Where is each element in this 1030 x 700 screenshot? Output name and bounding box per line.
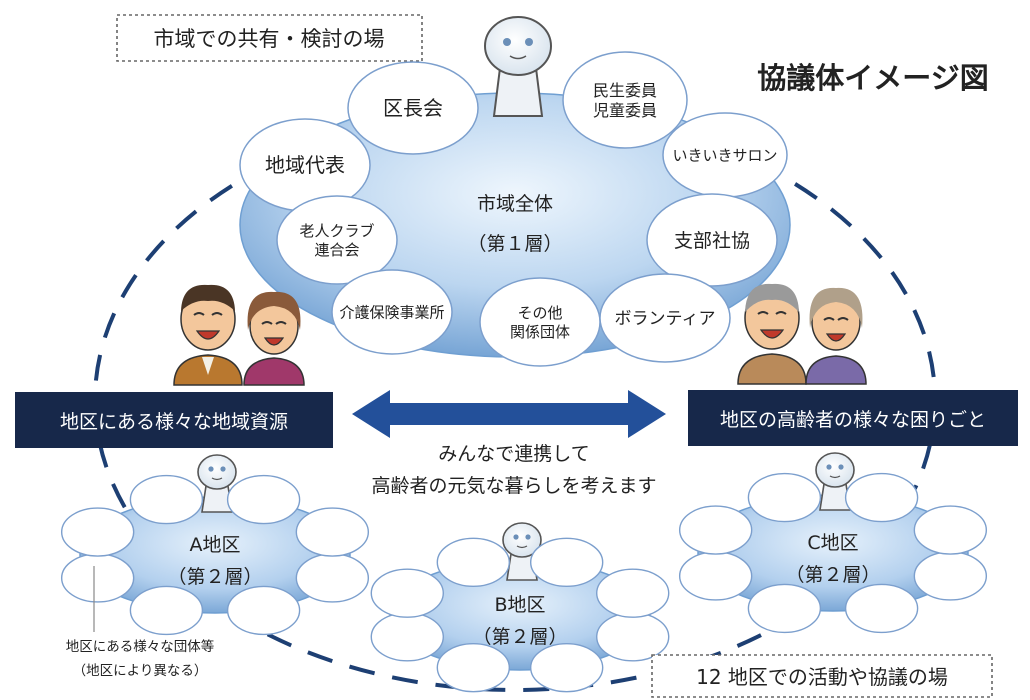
top-scope-label: 市域での共有・検討の場	[154, 27, 385, 51]
center-message-line-2: 高齢者の元気な暮らしを考えます	[371, 475, 656, 497]
bottom-scope-label: 12 地区での活動や協議の場	[696, 665, 948, 689]
top-scope-box: 市域での共有・検討の場	[116, 14, 423, 62]
bottom-scope-box: 12 地区での活動や協議の場	[651, 654, 993, 698]
city-layer-name: 市域全体	[477, 193, 553, 215]
district-platform: A地区 （第２層）	[60, 454, 370, 636]
center-message-line-1: みんなで連携して	[438, 443, 589, 465]
member-bubble: ボランティア	[599, 273, 731, 363]
district-member-bubble	[436, 642, 511, 693]
member-bubble-shape	[599, 273, 731, 363]
member-bubble: 区長会	[347, 61, 479, 155]
district-member-bubble	[370, 612, 444, 662]
member-bubble-label: 関係団体	[510, 323, 570, 341]
member-bubble-shape	[276, 195, 398, 285]
page-title: 協議体イメージ図	[757, 61, 988, 95]
member-bubble-label: 区長会	[383, 96, 443, 120]
member-bubble: いきいきサロン	[662, 112, 788, 198]
district-member-bubble	[436, 537, 511, 588]
district-member-bubble	[529, 537, 604, 588]
district-member-bubble	[129, 474, 204, 525]
member-bubble-shape	[331, 269, 453, 355]
district-member-bubble	[226, 585, 301, 636]
left-banner-text: 地区にある様々な地域資源	[60, 411, 288, 433]
elderly-woman-icon	[243, 291, 305, 386]
district-platform: B地区 （第２層）	[370, 522, 670, 693]
district-member-bubble	[844, 472, 919, 523]
district-platforms: A地区 （第２層） B地区 （第２層） C地区 （第２層）	[60, 452, 988, 693]
left-banner: 地区にある様々な地域資源	[15, 392, 333, 448]
district-member-bubble	[529, 642, 604, 693]
member-bubble-label: 老人クラブ	[299, 222, 374, 240]
elderly-man-icon	[173, 284, 243, 386]
district-member-bubble	[60, 553, 135, 603]
elderly-couple-left	[173, 284, 305, 386]
district-note-line-1: 地区にある様々な団体等	[66, 638, 215, 655]
member-bubble-shape	[347, 61, 479, 155]
member-bubble-label: 地域代表	[265, 153, 345, 177]
right-banner: 地区の高齢者の様々な困りごと	[688, 390, 1018, 446]
smiley-figure-icon	[197, 454, 237, 513]
district-name: B地区	[494, 594, 545, 616]
smiley-figure-icon	[815, 452, 855, 511]
district-member-bubble	[129, 585, 204, 636]
district-member-bubble	[295, 507, 370, 557]
elderly-woman-icon	[805, 287, 867, 385]
district-member-bubble	[60, 507, 135, 557]
city-layer-level: （第１層）	[467, 233, 562, 255]
district-member-bubble	[678, 551, 753, 601]
member-bubble-label: 児童委員	[593, 101, 657, 120]
district-member-bubble	[747, 583, 822, 634]
district-layer: （第２層）	[167, 566, 262, 588]
district-member-bubble	[913, 505, 988, 555]
district-name: A地区	[190, 534, 241, 556]
smiley-figure-icon	[484, 16, 552, 117]
district-member-bubble	[913, 551, 988, 601]
district-platform: C地区 （第２層）	[678, 452, 988, 634]
member-bubble-label: 民生委員	[593, 81, 657, 100]
district-member-bubble	[747, 472, 822, 523]
member-bubble-label: ボランティア	[615, 309, 716, 329]
double-arrow-icon	[352, 390, 666, 438]
district-layer: （第２層）	[785, 564, 880, 586]
district-member-bubble	[678, 505, 753, 555]
district-layer: （第２層）	[472, 626, 567, 648]
district-member-bubble	[370, 568, 444, 618]
member-bubble-label: いきいきサロン	[672, 146, 777, 164]
member-bubble-shape	[562, 51, 688, 149]
right-banner-text: 地区の高齢者の様々な困りごと	[720, 409, 986, 431]
district-member-bubble	[844, 583, 919, 634]
elderly-couple-right	[737, 283, 867, 385]
district-member-bubble	[295, 553, 370, 603]
smiley-figure-icon	[502, 522, 542, 581]
member-bubble-label: 介護保険事業所	[339, 303, 444, 321]
district-note-line-2: （地区により異なる）	[73, 663, 208, 679]
member-bubble-shape	[646, 193, 778, 287]
member-bubble-label: 支部社協	[674, 230, 750, 252]
member-bubble-label: その他	[517, 304, 562, 322]
elderly-man-icon	[737, 283, 807, 385]
member-bubble: 支部社協	[646, 193, 778, 287]
district-name: C地区	[807, 532, 858, 554]
district-member-bubble	[596, 568, 670, 618]
member-bubble: 介護保険事業所	[331, 269, 453, 355]
district-member-bubble	[596, 612, 670, 662]
district-member-bubble	[226, 474, 301, 525]
member-bubble-label: 連合会	[314, 241, 359, 259]
